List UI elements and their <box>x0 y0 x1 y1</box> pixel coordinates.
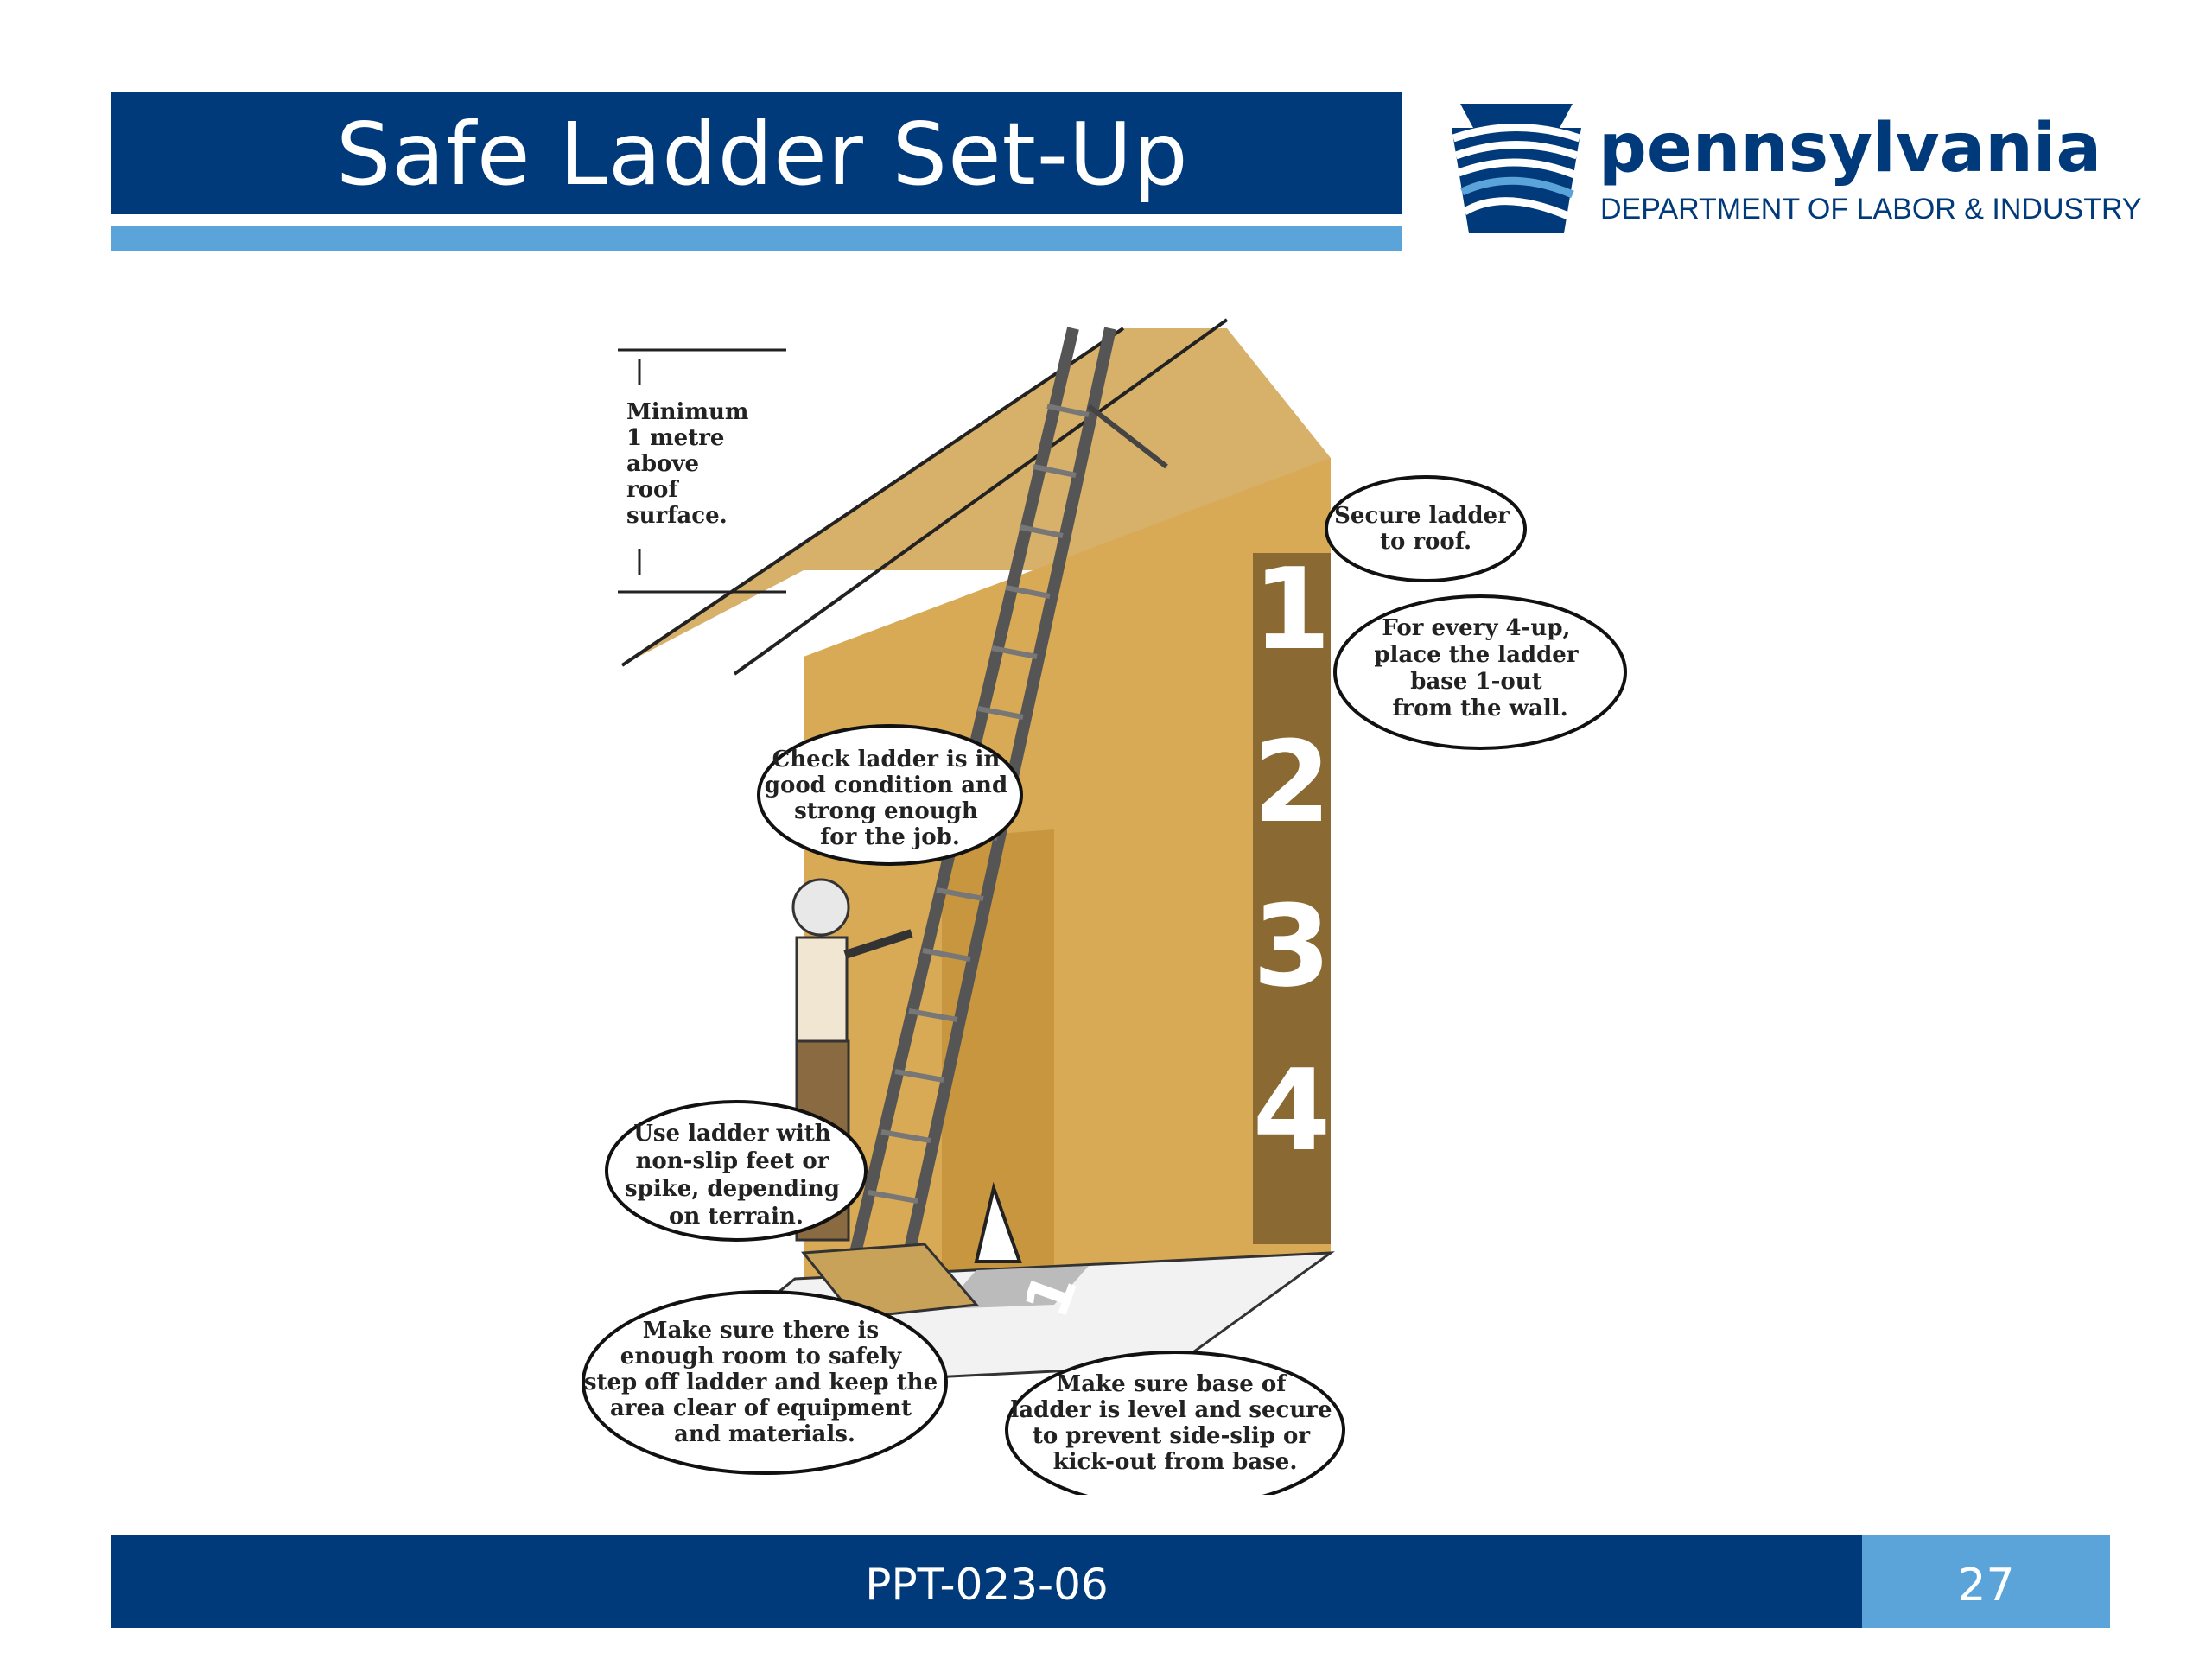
callout-step-off-room: Make sure there is enough room to safely… <box>583 1292 946 1473</box>
page-number: 27 <box>1862 1560 2110 1611</box>
logo-wordmark: pennsylvania <box>1599 114 2101 183</box>
callout-non-slip-feet: Use ladder with non-slip feet or spike, … <box>607 1102 866 1240</box>
ladder-illustration: Minimum 1 metre above roof surface. 1 2 … <box>570 311 1642 1495</box>
callout-level-base: Make sure base of ladder is level and se… <box>1007 1352 1344 1495</box>
pa-dli-logo: pennsylvania DEPARTMENT OF LABOR & INDUS… <box>1443 95 2134 251</box>
footer-bar: PPT-023-06 <box>111 1535 1862 1628</box>
document-code: PPT-023-06 <box>111 1560 1862 1610</box>
title-bar: Safe Ladder Set-Up <box>111 92 1402 214</box>
callout-check-condition: Check ladder is in good condition and st… <box>759 726 1021 864</box>
height-label: Minimum 1 metre above roof surface. <box>626 399 756 529</box>
logo-department: DEPARTMENT OF LABOR & INDUSTRY <box>1600 192 2142 226</box>
callout-secure-ladder: Secure ladder to roof. <box>1326 477 1525 581</box>
wall-number-3: 3 <box>1253 880 1331 1012</box>
wall-number-2: 2 <box>1253 716 1331 848</box>
wall-number-4: 4 <box>1253 1045 1331 1176</box>
slide-title: Safe Ladder Set-Up <box>336 107 1189 202</box>
keystone-icon <box>1443 95 1590 242</box>
page-number-box: 27 <box>1862 1535 2110 1628</box>
svg-text:Make sure base of ladder: Make sure base of ladder is level and se… <box>1010 1371 1339 1475</box>
callout-4-to-1-ratio: For every 4-up, place the ladder base 1-… <box>1335 596 1625 748</box>
wall-number-1: 1 <box>1253 543 1331 675</box>
title-underline <box>111 226 1402 251</box>
house-wall <box>804 458 1331 1296</box>
